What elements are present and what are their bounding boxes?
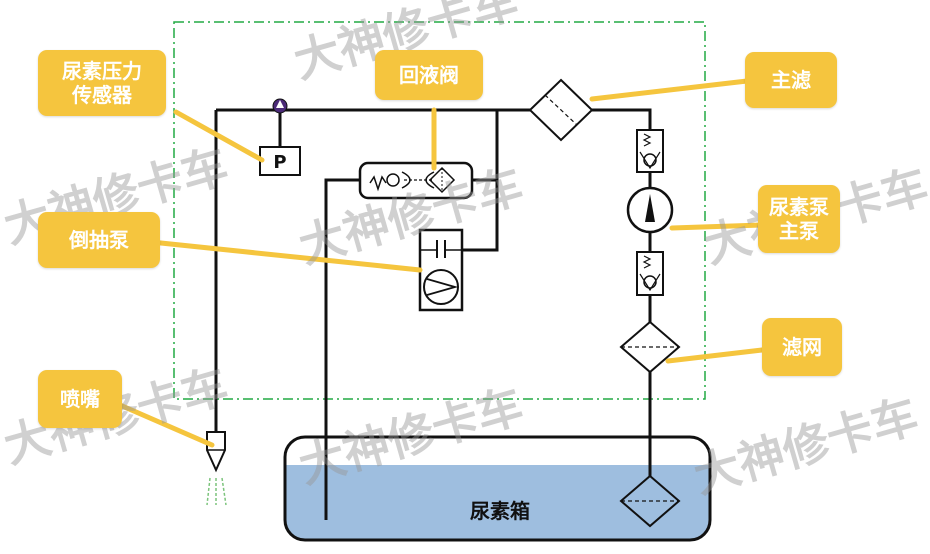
- pipes: [214, 108, 652, 520]
- reverse-pump: [418, 228, 464, 312]
- urea-main-pump-label: 尿素泵 主泵: [758, 185, 840, 253]
- nozzle-label: 喷嘴: [38, 370, 122, 428]
- urea-tank: [283, 435, 712, 542]
- return-valve-label: 回液阀: [375, 50, 483, 100]
- lower-check-valve: [636, 251, 664, 296]
- return-valve: [358, 161, 474, 200]
- pressure-sensor-label: P: [273, 152, 286, 173]
- main-pump: [626, 186, 674, 234]
- strainer: [619, 320, 681, 374]
- callout-pointers: [117, 78, 765, 448]
- pressure-sensor: P: [259, 98, 301, 176]
- reverse-pump-label: 倒抽泵: [38, 212, 160, 268]
- main-filter: [528, 78, 594, 142]
- urea-pressure-sensor-label: 尿素压力 传感器: [38, 50, 166, 116]
- tank-inlet-filter: [619, 474, 681, 528]
- nozzle: [206, 431, 227, 506]
- strainer-label: 滤网: [762, 318, 842, 376]
- urea-tank-label: 尿素箱: [470, 499, 530, 523]
- pump-module-boundary: [173, 21, 706, 400]
- main-filter-label: 主滤: [745, 52, 837, 108]
- upper-check-valve: [636, 129, 664, 173]
